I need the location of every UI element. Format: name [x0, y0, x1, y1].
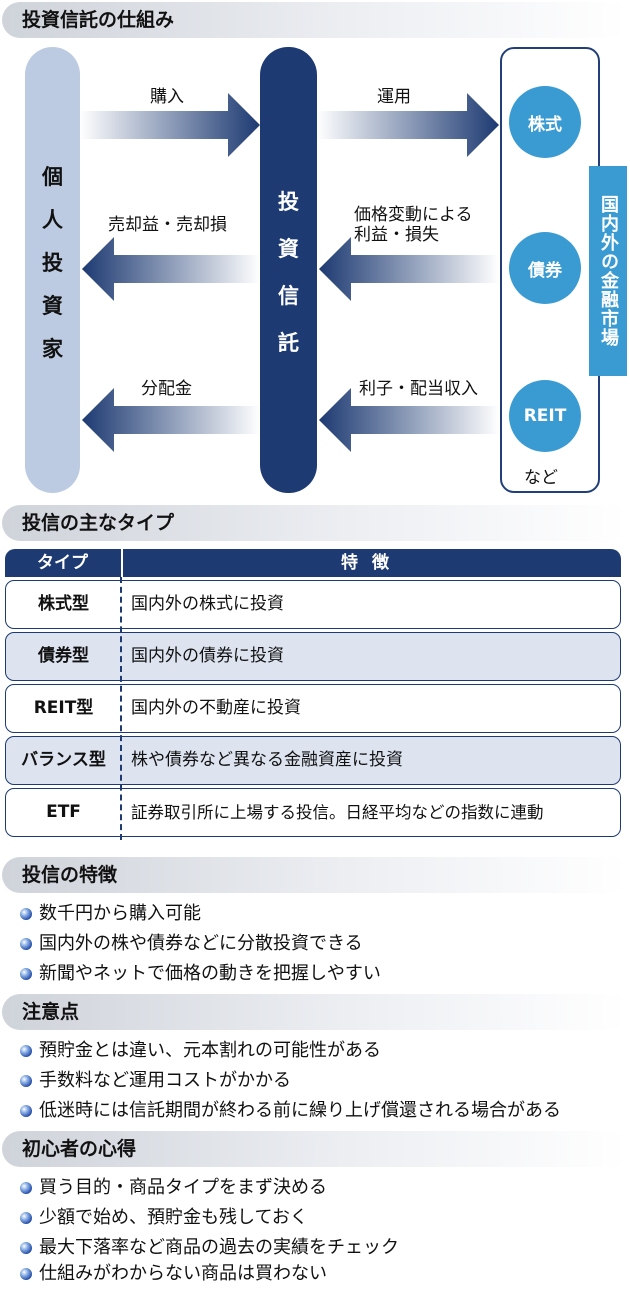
feature-cell: 国内外の不動産に投資: [131, 698, 301, 718]
list-item: 低迷時には信託期間が終わる前に繰り上げ償還される場合がある: [20, 1100, 561, 1122]
feature-cell: 証券取引所に上場する投信。日経平均などの指数に連動: [131, 803, 544, 822]
list-item-text: 少額で始め、預貯金も残しておく: [39, 1207, 308, 1228]
list-item: 手数料など運用コストがかかる: [20, 1070, 291, 1092]
investor-char: 投: [42, 251, 63, 275]
section-header-mechanism: 投資信託の仕組み: [2, 2, 628, 38]
section-header-features: 投信の特徴: [2, 857, 628, 893]
markets-note: など: [524, 468, 558, 488]
list-item-text: 仕組みがわからない商品は買わない: [39, 1263, 327, 1284]
label-purchase: 購入: [150, 87, 184, 107]
bullet-icon: [20, 1268, 32, 1280]
table-row: REIT型 国内外の不動産に投資: [5, 684, 621, 733]
type-cell: REIT型: [33, 698, 94, 718]
bullet-icon: [20, 1045, 32, 1057]
arrow-purchase: [80, 93, 260, 157]
column-divider: [121, 549, 123, 577]
investor-char: 資: [42, 294, 63, 318]
list-item-text: 国内外の株や債券などに分散投資できる: [39, 933, 363, 954]
type-cell: バランス型: [21, 750, 106, 770]
asset-circle-stocks: 株式: [509, 86, 581, 158]
label-operation: 運用: [377, 87, 411, 107]
list-item: 少額で始め、預貯金も残しておく: [20, 1207, 308, 1229]
list-item: 国内外の株や債券などに分散投資できる: [20, 933, 363, 955]
type-cell: 株式型: [38, 594, 89, 614]
investor-char: 個: [42, 165, 63, 189]
bullet-icon: [20, 938, 32, 950]
list-item-text: 預貯金とは違い、元本割れの可能性がある: [39, 1040, 381, 1061]
table-row: ETF 証券取引所に上場する投信。日経平均などの指数に連動: [5, 788, 621, 837]
bullet-icon: [20, 968, 32, 980]
trust-char: 信: [278, 284, 299, 308]
arrow-sale-gain: [82, 237, 260, 301]
label-sale-gain: 売却益・売却損: [108, 215, 227, 235]
list-item-text: 買う目的・商品タイプをまず決める: [39, 1177, 327, 1198]
label-distribution: 分配金: [141, 379, 192, 399]
arrow-distribution: [82, 388, 260, 452]
list-item: 数千円から購入可能: [20, 903, 201, 925]
list-item: 買う目的・商品タイプをまず決める: [20, 1177, 327, 1199]
arrow-price-change: [319, 237, 499, 301]
column-header-type: タイプ: [37, 553, 88, 573]
trust-char: 資: [278, 237, 299, 261]
feature-cell: 株や債券など異なる金融資産に投資: [131, 750, 403, 770]
individual-investor-box: 個 人 投 資 家: [25, 47, 80, 493]
label-price-change-line1: 価格変動による: [354, 205, 473, 225]
table-row: 株式型 国内外の株式に投資: [5, 580, 621, 629]
asset-circle-bonds: 債券: [509, 232, 581, 304]
bullet-icon: [20, 1105, 32, 1117]
feature-cell: 国内外の債券に投資: [131, 646, 284, 666]
trust-char: 投: [278, 190, 299, 214]
list-item-text: 最大下落率など商品の過去の実績をチェック: [39, 1237, 399, 1258]
bullet-icon: [20, 1182, 32, 1194]
investor-char: 人: [42, 208, 63, 232]
bullet-icon: [20, 1212, 32, 1224]
list-item-text: 数千円から購入可能: [39, 903, 201, 924]
domestic-foreign-markets-label: 国内外の金融市場: [589, 166, 627, 376]
asset-circle-reit: REIT: [509, 380, 581, 452]
bullet-icon: [20, 1242, 32, 1254]
type-cell: 債券型: [38, 646, 89, 666]
section-header-cautions: 注意点: [2, 994, 628, 1030]
feature-cell: 国内外の株式に投資: [131, 594, 284, 614]
table-column-divider: [120, 577, 122, 840]
section-header-beginners: 初心者の心得: [2, 1131, 628, 1167]
arrow-interest-income: [319, 388, 499, 452]
section-header-types: 投信の主なタイプ: [2, 505, 628, 541]
arrow-operation: [317, 93, 499, 157]
label-price-change-line2: 利益・損失: [354, 225, 439, 245]
types-table-header: タイプ 特徴: [5, 549, 621, 577]
trust-char: 託: [278, 331, 299, 355]
list-item: 預貯金とは違い、元本割れの可能性がある: [20, 1040, 381, 1062]
bullet-icon: [20, 908, 32, 920]
list-item: 新聞やネットで価格の動きを把握しやすい: [20, 963, 381, 985]
list-item-text: 低迷時には信託期間が終わる前に繰り上げ償還される場合がある: [39, 1100, 561, 1121]
table-row: 債券型 国内外の債券に投資: [5, 632, 621, 681]
list-item-text: 手数料など運用コストがかかる: [39, 1070, 291, 1091]
investment-trust-box: 投 資 信 託: [260, 47, 317, 493]
investor-char: 家: [42, 337, 63, 361]
bullet-icon: [20, 1075, 32, 1087]
table-row: バランス型 株や債券など異なる金融資産に投資: [5, 736, 621, 785]
list-item: 最大下落率など商品の過去の実績をチェック: [20, 1237, 399, 1259]
type-cell: ETF: [46, 802, 81, 822]
label-interest-income: 利子・配当収入: [359, 379, 478, 399]
list-item: 仕組みがわからない商品は買わない: [20, 1263, 327, 1285]
column-header-feature: 特徴: [341, 553, 403, 573]
list-item-text: 新聞やネットで価格の動きを把握しやすい: [39, 963, 381, 984]
